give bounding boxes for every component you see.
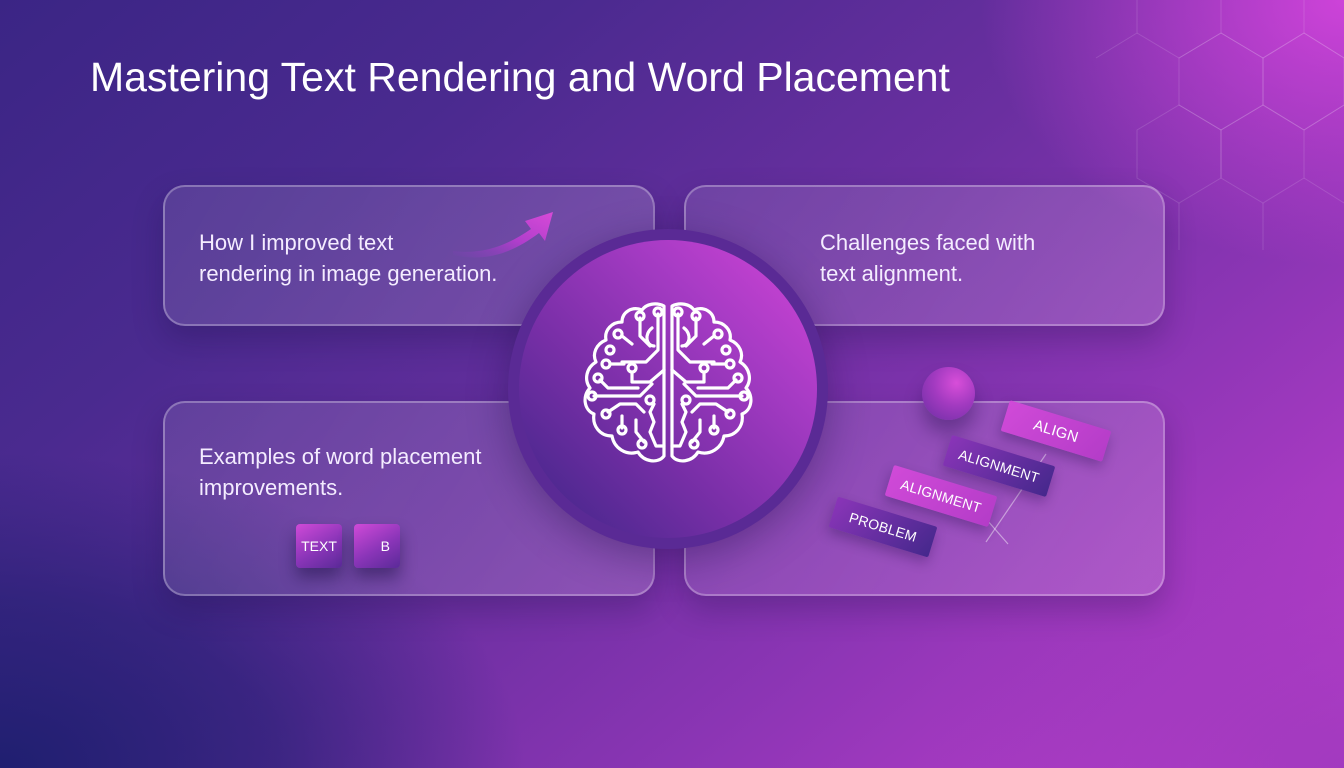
card-line: improvements. [199,475,344,500]
card-text-rendering-label: How I improved text rendering in image g… [199,227,497,289]
card-line: Examples of word placement [199,444,482,469]
sphere-decoration [922,367,975,420]
page-title: Mastering Text Rendering and Word Placem… [90,54,950,100]
card-line: text alignment. [820,261,964,286]
card-alignment-challenges-label: Challenges faced with text alignment. [820,227,1035,289]
text-tile: TEXT [296,524,342,568]
card-line: How I improved text [199,230,394,255]
card-line: rendering in image generation. [199,261,498,286]
card-word-placement-label: Examples of word placement improvements. [199,441,481,503]
circuit-brain-icon [583,302,753,463]
hexagon-pattern-decoration [1095,0,1344,250]
letter-tile: B [354,524,400,568]
center-circle [519,240,817,538]
card-line: Challenges faced with [820,230,1036,255]
trending-arrow-icon [453,212,553,258]
